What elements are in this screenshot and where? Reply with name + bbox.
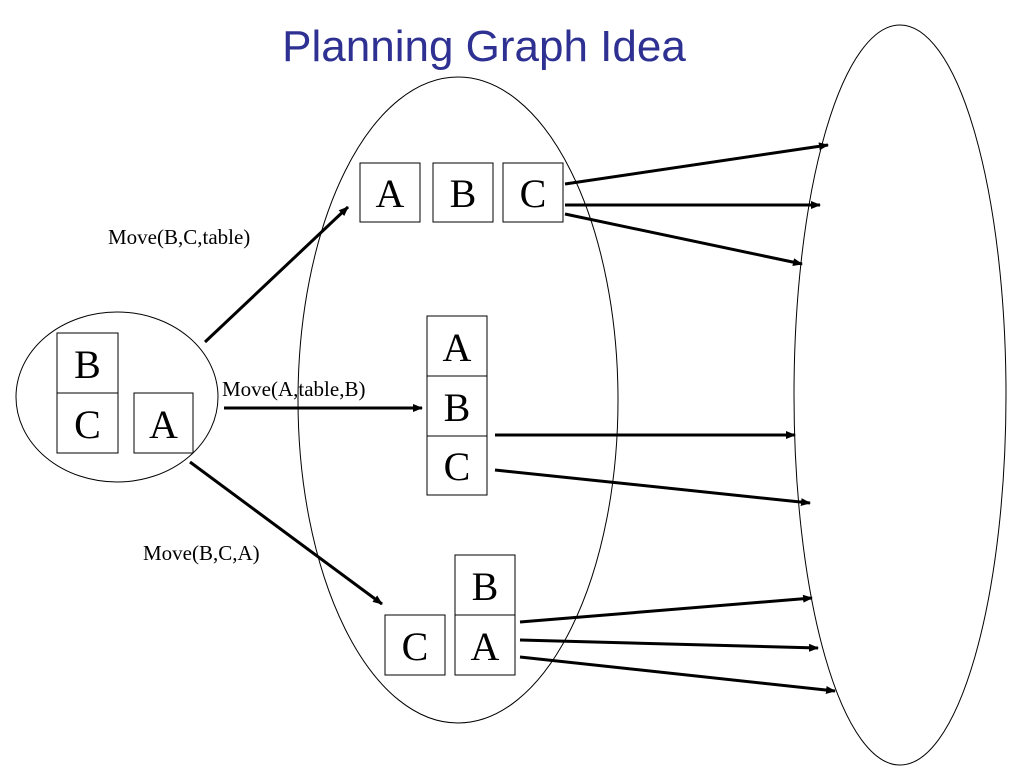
- svg-text:A: A: [149, 402, 178, 447]
- svg-text:C: C: [520, 171, 547, 216]
- outgoing-arrow-5: [494, 468, 811, 507]
- initial-block-b: B: [56, 332, 119, 394]
- svg-text:B: B: [74, 342, 101, 387]
- state-2-block-c: C: [426, 435, 488, 496]
- state-3-block-a: A: [454, 614, 516, 676]
- slide-title: Planning Graph Idea: [282, 22, 686, 71]
- svg-text:A: A: [443, 325, 472, 370]
- svg-text:A: A: [471, 624, 500, 669]
- action-arrow-3: [189, 460, 383, 606]
- svg-text:B: B: [472, 564, 499, 609]
- outgoing-arrow-6: [519, 594, 813, 624]
- svg-text:B: B: [444, 385, 471, 430]
- outgoing-arrow-8: [519, 655, 836, 695]
- svg-text:C: C: [402, 624, 429, 669]
- state-1-block-a: A: [359, 162, 421, 223]
- state-2-block-a: A: [426, 315, 488, 377]
- outgoing-arrow-7: [519, 638, 819, 652]
- state-1-block-b: B: [432, 162, 494, 223]
- initial-state-ellipse: [15, 311, 219, 483]
- svg-text:C: C: [444, 444, 471, 489]
- state-3-block-c: C: [384, 614, 446, 676]
- svg-text:C: C: [74, 402, 101, 447]
- level-2-ellipse: [793, 24, 1007, 766]
- outgoing-arrow-3: [564, 212, 803, 267]
- action-arrow-1: [203, 205, 350, 344]
- state-3-block-b: B: [454, 554, 516, 616]
- action-label-3: Move(B,C,A): [143, 541, 260, 565]
- state-2-block-b: B: [426, 375, 488, 437]
- initial-block-c: C: [56, 392, 119, 454]
- state-1-block-c: C: [502, 162, 564, 223]
- level-1-ellipse: [297, 76, 619, 724]
- action-label-2: Move(A,table,B): [222, 377, 365, 401]
- svg-text:A: A: [376, 171, 405, 216]
- initial-block-a: A: [133, 392, 194, 454]
- action-label-1: Move(B,C,table): [108, 225, 250, 249]
- svg-text:B: B: [450, 171, 477, 216]
- outgoing-arrow-1: [564, 142, 829, 186]
